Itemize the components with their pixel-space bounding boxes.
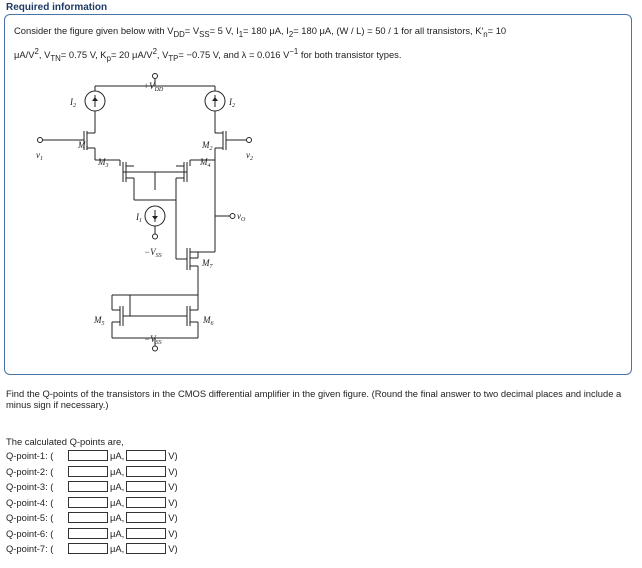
qpoint-row-7: Q-point-7: ( μA, V) (6, 542, 178, 555)
m1-label: M1 (77, 140, 89, 152)
qpoint-row-2: Q-point-2: ( μA, V) (6, 465, 178, 478)
voltage-unit-label: V) (168, 543, 178, 554)
m5-label: M5 (93, 315, 105, 327)
i2-left-label: I2 (69, 97, 76, 109)
current-unit-label: μA, (110, 527, 125, 539)
left-source-arrow-icon (92, 97, 98, 101)
qpoint-label: Q-point-3: ( (6, 481, 54, 492)
qpoint-5-current-input[interactable] (68, 512, 108, 523)
m3-label: M3 (97, 157, 109, 169)
calculated-qpoints-label: The calculated Q-points are, (6, 436, 124, 447)
current-unit-label: μA, (110, 465, 125, 477)
qpoint-label: Q-point-2: ( (6, 465, 54, 477)
qpoint-3-voltage-input[interactable] (126, 481, 167, 492)
right-source-arrow-icon (212, 97, 218, 101)
voltage-unit-label: V) (168, 481, 178, 492)
qpoint-5-voltage-input[interactable] (126, 512, 167, 523)
vdd-terminal (152, 73, 158, 79)
statement-line-1: Consider the figure given below with VDD… (14, 25, 507, 39)
qpoint-label: Q-point-5: ( (6, 512, 54, 523)
current-unit-label: μA, (110, 512, 125, 523)
voltage-unit-label: V) (168, 496, 178, 508)
qpoint-row-4: Q-point-4: ( μA, V) (6, 496, 178, 509)
qpoint-label: Q-point-7: ( (6, 543, 54, 554)
v1-input-terminal (37, 137, 43, 143)
qpoint-row-6: Q-point-6: ( μA, V) (6, 527, 178, 540)
qpoint-1-current-input[interactable] (68, 450, 108, 461)
qpoint-label: Q-point-4: ( (6, 496, 54, 508)
v1-label: v1 (36, 150, 43, 162)
i1-label: I1 (135, 212, 142, 224)
qpoint-3-current-input[interactable] (68, 481, 108, 492)
qpoint-label: Q-point-6: ( (6, 527, 54, 539)
qpoint-4-voltage-input[interactable] (126, 496, 167, 508)
cmos-differential-amplifier-circuit: +VDD I2 I2 M1 M2 M3 M4 v1 v2 I1 vO −VSS … (36, 73, 253, 352)
vdd-label: +VDD (143, 81, 164, 93)
vss-lower-label: −VSS (144, 334, 162, 346)
current-unit-label: μA, (110, 450, 125, 461)
i1-arrow-icon (152, 216, 158, 220)
qpoint-6-voltage-input[interactable] (126, 527, 167, 539)
m4-label: M4 (199, 157, 211, 169)
current-unit-label: μA, (110, 496, 125, 508)
current-unit-label: μA, (110, 481, 125, 492)
voltage-unit-label: V) (168, 465, 178, 477)
information-panel (4, 14, 632, 375)
m2-label: M2 (201, 140, 213, 152)
qpoint-row-1: Q-point-1: ( μA, V) (6, 449, 178, 462)
qpoint-4-current-input[interactable] (68, 496, 108, 508)
qpoint-1-voltage-input[interactable] (126, 450, 167, 461)
vss-upper-label: −VSS (144, 247, 162, 259)
problem-statement: Consider the figure given below with VDD… (14, 22, 614, 67)
voltage-unit-label: V) (168, 527, 178, 539)
m7-label: M7 (201, 258, 214, 270)
question-text: Find the Q-points of the transistors in … (6, 388, 622, 410)
qpoint-6-current-input[interactable] (68, 527, 108, 539)
m6-label: M6 (202, 315, 214, 327)
qpoint-2-current-input[interactable] (68, 465, 108, 477)
qpoint-2-voltage-input[interactable] (126, 465, 167, 477)
voltage-unit-label: V) (168, 450, 178, 461)
i2-right-label: I2 (228, 97, 235, 109)
voltage-unit-label: V) (168, 512, 178, 523)
qpoint-7-voltage-input[interactable] (126, 543, 167, 554)
current-unit-label: μA, (110, 543, 125, 554)
required-information-header: Required information (6, 2, 108, 13)
qpoint-row-5: Q-point-5: ( μA, V) (6, 511, 178, 524)
qpoint-row-3: Q-point-3: ( μA, V) (6, 480, 178, 493)
vo-label: vO (237, 211, 246, 223)
v2-input-terminal (246, 137, 252, 143)
vss-terminal-lower (152, 345, 158, 352)
statement-line-2: μA/V2, VTN= 0.75 V, Kp= 20 μA/V2, VTP= −… (14, 46, 402, 63)
vo-output-terminal (229, 213, 236, 219)
v2-label: v2 (246, 150, 253, 162)
qpoint-7-current-input[interactable] (68, 543, 108, 554)
vss-terminal-upper (152, 233, 158, 240)
qpoint-label: Q-point-1: ( (6, 450, 54, 461)
